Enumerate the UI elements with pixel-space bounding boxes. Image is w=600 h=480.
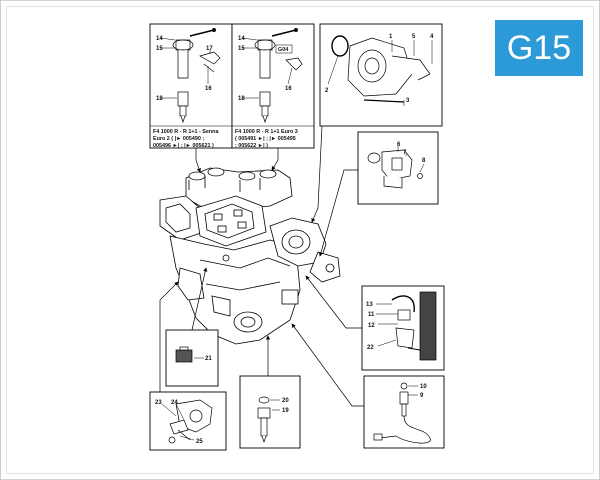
inset9-callout-9: 9 (420, 393, 424, 399)
inset-box-ignition-coil-euro3 (231, 23, 315, 149)
inset1-callout-17: 17 (206, 46, 213, 52)
inset2-caption-line2: ( 005491 ►| ; |► 005495 (235, 136, 296, 142)
page-code-badge: G15 (495, 20, 583, 76)
inset1-caption-line2: Euro 2 ( |► 005490 ; (153, 136, 204, 142)
inset1-callout-15: 15 (156, 46, 163, 52)
inset7-callout-24: 24 (171, 400, 178, 406)
inset5-callout-13: 13 (366, 302, 373, 308)
inset4-callout-6: 6 (397, 142, 401, 148)
engine-assembly-drawing (159, 167, 341, 345)
inset2-callout-18: 18 (238, 96, 245, 102)
inset3-callout-2: 2 (325, 88, 329, 94)
inset3-callout-1: 1 (389, 34, 393, 40)
inset7-callout-25: 25 (196, 439, 203, 445)
inset3-callout-3: 3 (406, 98, 410, 104)
page-border (6, 6, 594, 474)
inset1-callout-18: 18 (156, 96, 163, 102)
inset1-callout-14: 14 (156, 36, 163, 42)
inset3-callout-5: 5 (412, 34, 416, 40)
inset8-callout-20: 20 (282, 398, 289, 404)
inset9-callout-10: 10 (420, 384, 427, 390)
inset3-callout-4: 4 (430, 34, 434, 40)
inset2-caption-line3: ; 005622 ►| ) (235, 143, 268, 149)
leader-lines (159, 125, 364, 407)
inset4-callout-8: 8 (422, 158, 426, 164)
inset4-callout-7: 7 (403, 150, 407, 156)
inset2-callout-16: 16 (285, 86, 292, 92)
inset2-callout-14: 14 (238, 36, 245, 42)
inset5-callout-22: 22 (367, 345, 374, 351)
inset-box-ignition-coil-euro2 (149, 23, 233, 149)
inset5-callout-11: 11 (368, 312, 375, 318)
inset2-callout-15: 15 (238, 46, 245, 52)
inset8-callout-19: 19 (282, 408, 289, 414)
inset2-caption-line1: F4 1000 R - R 1+1 Euro 3 (235, 129, 298, 135)
inset5-callout-12: 12 (368, 323, 375, 329)
inset1-callout-16: 16 (205, 86, 212, 92)
inset2-callout-g04: G04 (278, 47, 288, 53)
inset7-callout-23: 23 (155, 400, 162, 406)
inset1-caption-line3: 005496 ►| ; |► 005621 ) (153, 143, 214, 149)
inset1-caption-line1: F4 1000 R - R 1+1 - Senna (153, 129, 219, 135)
inset6-callout-21: 21 (205, 356, 212, 362)
